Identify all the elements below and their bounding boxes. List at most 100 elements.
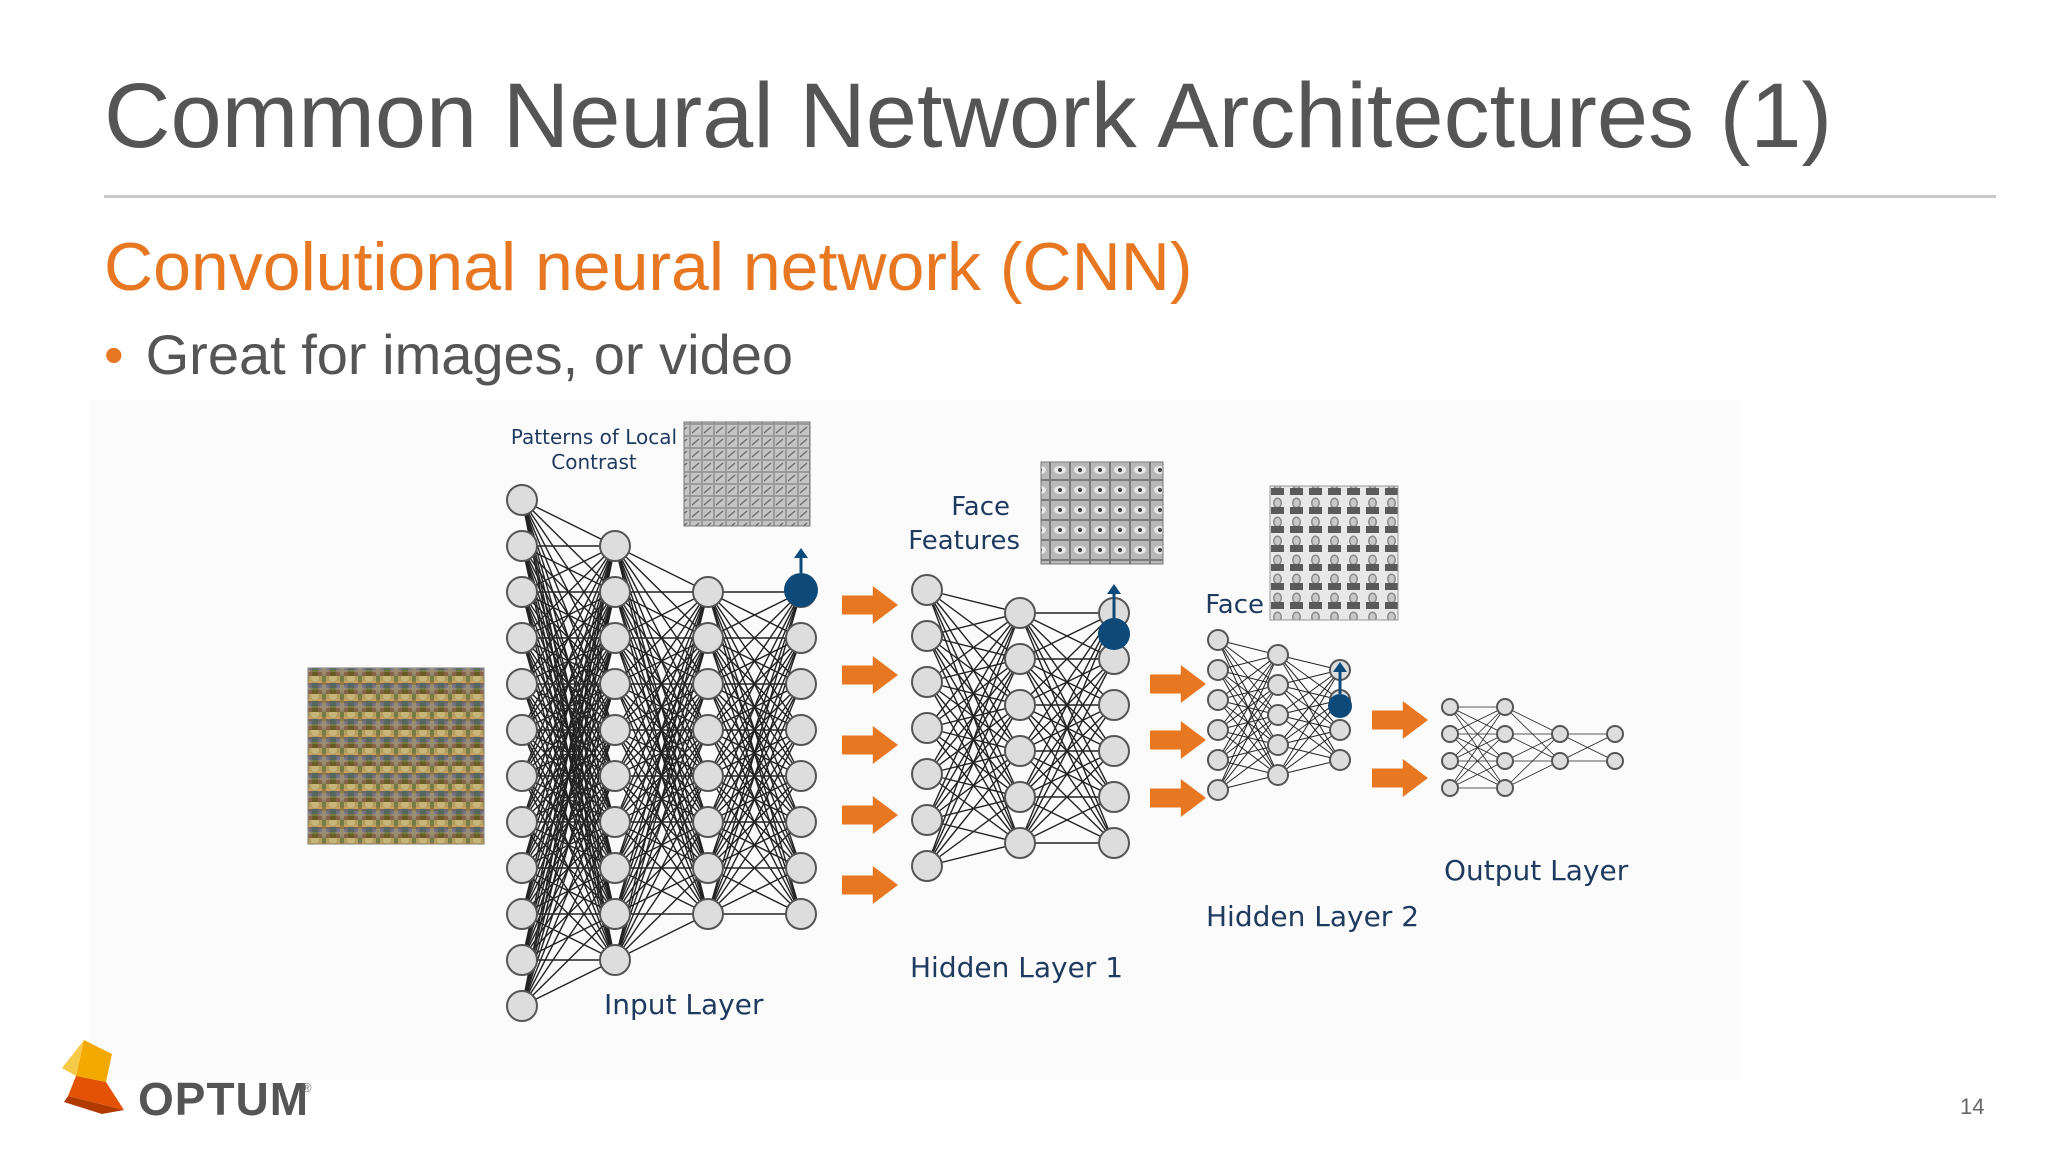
network-edge <box>1019 612 1115 706</box>
network-node <box>1004 597 1036 629</box>
network-edge <box>1449 706 1506 789</box>
bullet-icon: • <box>104 323 124 386</box>
network-node <box>692 898 724 930</box>
network-node <box>506 714 538 746</box>
network-node <box>506 760 538 792</box>
network-edge <box>1019 704 1115 844</box>
output-network <box>1441 698 1624 797</box>
network-node <box>785 806 817 838</box>
network-edge <box>614 775 709 961</box>
network-node <box>692 760 724 792</box>
flow-arrow-right-icon <box>842 586 898 624</box>
network-node <box>1496 779 1514 797</box>
network-node <box>1004 643 1036 675</box>
network-edge <box>926 750 1021 867</box>
network-edge <box>1019 612 1115 660</box>
network-edge <box>1217 654 1279 731</box>
arrows-layer <box>842 586 1428 904</box>
network-edge <box>614 591 709 961</box>
network-edge <box>926 612 1021 821</box>
network-edge <box>521 821 616 1007</box>
flow-arrow-right-icon <box>1150 779 1206 817</box>
network-node <box>1441 752 1459 770</box>
network-edge <box>614 729 709 961</box>
network-node <box>911 574 943 606</box>
network-node <box>911 804 943 836</box>
highlighted-node <box>784 573 818 607</box>
label-face-features-line1: Face <box>951 492 1010 522</box>
network-node <box>506 852 538 884</box>
network-edge <box>926 704 1021 867</box>
network-node <box>692 622 724 654</box>
network-node <box>506 576 538 608</box>
network-node <box>1267 644 1289 666</box>
network-node <box>599 576 631 608</box>
network-node <box>599 668 631 700</box>
network-edge <box>614 591 709 823</box>
slide-title: Common Neural Network Architectures (1) <box>104 65 1833 167</box>
network-edge <box>926 612 1021 729</box>
network-node <box>911 850 943 882</box>
registered-mark: ® <box>302 1080 312 1095</box>
network-node <box>785 714 817 746</box>
hidden-2-network <box>1207 629 1352 801</box>
cnn-diagram: Patterns of Local Contrast Face Features… <box>90 400 1740 1080</box>
flow-arrow-right-icon <box>842 656 898 694</box>
network-edge <box>926 612 1021 683</box>
network-node <box>1267 764 1289 786</box>
network-node <box>1004 689 1036 721</box>
network-edge <box>614 867 709 961</box>
network-node <box>1267 704 1289 726</box>
network-node <box>1441 698 1459 716</box>
network-node <box>911 712 943 744</box>
network-edge <box>707 591 802 731</box>
flow-arrow-right-icon <box>842 796 898 834</box>
local-contrast-filters-image <box>683 421 811 527</box>
network-node <box>785 668 817 700</box>
network-edge <box>1217 654 1279 761</box>
flow-arrow-right-icon <box>1372 701 1428 739</box>
network-edge <box>521 545 616 961</box>
network-node <box>692 852 724 884</box>
network-node <box>911 758 943 790</box>
network-edge <box>1019 658 1115 844</box>
network-node <box>1207 719 1229 741</box>
network-edge <box>614 591 709 639</box>
label-face: Face <box>1205 590 1264 620</box>
network-edge <box>614 591 709 685</box>
network-edge <box>521 591 616 1007</box>
network-edge <box>1277 669 1341 776</box>
network-edge <box>1449 733 1506 789</box>
network-edge <box>521 775 616 1007</box>
network-node <box>599 530 631 562</box>
network-edge <box>614 591 709 915</box>
network-edge <box>614 821 709 961</box>
network-node <box>599 760 631 792</box>
network-edge <box>1019 612 1115 844</box>
network-edge <box>707 591 802 777</box>
network-node <box>692 714 724 746</box>
network-node <box>506 484 538 516</box>
network-node <box>1207 779 1229 801</box>
bullet-text: Great for images, or video <box>145 323 793 386</box>
network-node <box>599 852 631 884</box>
slide-subtitle: Convolutional neural network (CNN) <box>104 229 1193 305</box>
network-node <box>1441 725 1459 743</box>
network-edge <box>521 913 616 1007</box>
page-number: 14 <box>1960 1094 1985 1119</box>
network-edge <box>1019 612 1115 798</box>
network-node <box>506 806 538 838</box>
network-node <box>599 622 631 654</box>
network-node <box>692 668 724 700</box>
network-edge <box>1504 760 1561 789</box>
optum-wordmark: OPTUM <box>138 1073 310 1125</box>
network-edge <box>707 591 802 823</box>
label-input-layer: Input Layer <box>604 988 764 1021</box>
feature-arrow-up-icon <box>794 548 808 558</box>
hidden-1-network <box>911 574 1130 882</box>
network-edge <box>521 683 616 1007</box>
network-edge <box>1504 706 1561 735</box>
network-edge <box>1217 684 1279 791</box>
network-node <box>1098 781 1130 813</box>
network-node <box>1267 734 1289 756</box>
